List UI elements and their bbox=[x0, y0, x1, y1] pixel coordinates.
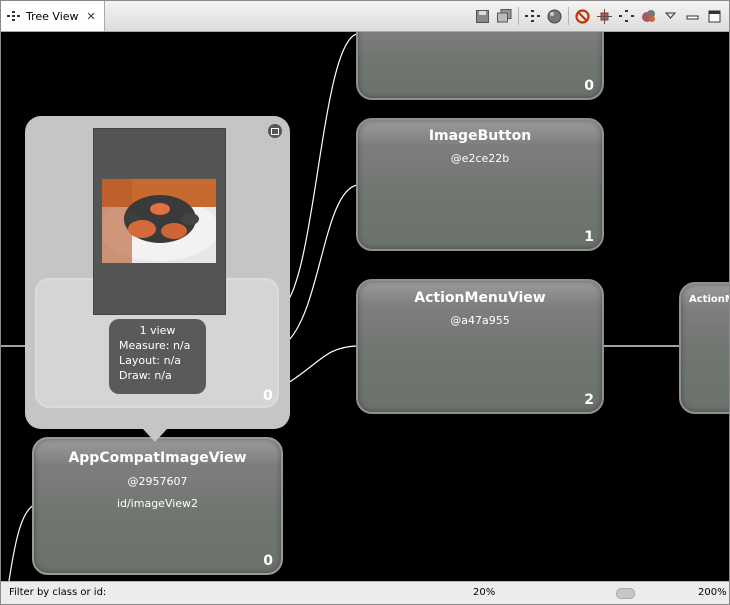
tree-node-top[interactable]: 0 bbox=[356, 32, 604, 100]
thumbnail-image bbox=[102, 179, 216, 263]
tab-label: Tree View bbox=[26, 9, 79, 23]
node-title: AppCompatImageView bbox=[68, 450, 247, 466]
node-resource-id: id/imageView2 bbox=[116, 497, 199, 510]
node-title: ImageButton bbox=[428, 128, 532, 144]
zoom-min-label: 20% bbox=[473, 587, 496, 598]
filter-input[interactable] bbox=[119, 585, 463, 603]
node-stats: 1 view Measure: n/a Layout: n/a Draw: n/… bbox=[109, 319, 206, 394]
zoom-slider-knob[interactable] bbox=[616, 588, 635, 599]
toolbar bbox=[474, 5, 723, 27]
tree-node-app-compat-image-view[interactable]: AppCompatImageView @2957607 id/imageView… bbox=[32, 437, 283, 575]
measure-time: Measure: n/a bbox=[119, 339, 191, 352]
maximize-icon[interactable] bbox=[706, 8, 723, 25]
copy-icon[interactable] bbox=[496, 8, 513, 25]
node-title: ActionM bbox=[689, 294, 729, 305]
tree-layout-icon[interactable] bbox=[524, 8, 541, 25]
popup-pointer bbox=[143, 429, 167, 442]
node-index: 1 bbox=[584, 229, 594, 245]
move-icon[interactable] bbox=[596, 8, 613, 25]
toolbar-separator bbox=[568, 7, 569, 25]
tab-tree-view[interactable]: Tree View ✕ bbox=[1, 1, 105, 31]
tree-icon[interactable] bbox=[618, 8, 635, 25]
node-id: @e2ce22b bbox=[450, 152, 510, 165]
node-id: @a47a955 bbox=[450, 314, 510, 327]
status-bar: Filter by class or id: 20% 200% bbox=[1, 581, 729, 604]
stop-icon[interactable] bbox=[574, 8, 591, 25]
node-index: 0 bbox=[263, 388, 273, 404]
sphere-icon[interactable] bbox=[546, 8, 563, 25]
zoom-max-label: 200% bbox=[698, 587, 727, 598]
view-count: 1 view bbox=[139, 324, 176, 337]
node-preview-popup: 1 view Measure: n/a Layout: n/a Draw: n/… bbox=[25, 116, 290, 442]
node-id: @2957607 bbox=[127, 475, 188, 488]
connector-lines bbox=[1, 33, 681, 581]
tree-canvas[interactable]: 0 ImageButton @e2ce22b 1 ActionMenuView … bbox=[1, 32, 729, 581]
tree-view-icon bbox=[7, 11, 20, 21]
view-menu-icon[interactable] bbox=[662, 8, 679, 25]
minimize-icon[interactable] bbox=[684, 8, 701, 25]
save-icon[interactable] bbox=[474, 8, 491, 25]
close-tab-icon[interactable]: ✕ bbox=[86, 9, 96, 23]
view-thumbnail bbox=[93, 128, 226, 315]
tree-node-image-button[interactable]: ImageButton @e2ce22b 1 bbox=[356, 118, 604, 251]
toolbar-separator bbox=[518, 7, 519, 25]
popup-close-icon[interactable] bbox=[268, 124, 282, 138]
tree-node-action-menu-view[interactable]: ActionMenuView @a47a955 2 bbox=[356, 279, 604, 414]
layout-time: Layout: n/a bbox=[119, 354, 182, 367]
tree-node-action-menu-partial[interactable]: ActionM bbox=[679, 282, 729, 414]
node-index: 0 bbox=[584, 78, 594, 94]
node-title: ActionMenuView bbox=[414, 290, 546, 306]
tab-bar: Tree View ✕ bbox=[1, 1, 729, 32]
filter-label: Filter by class or id: bbox=[9, 587, 107, 598]
node-index: 2 bbox=[584, 392, 594, 408]
draw-time: Draw: n/a bbox=[119, 369, 172, 382]
node-index: 0 bbox=[263, 553, 273, 569]
palette-icon[interactable] bbox=[640, 8, 657, 25]
